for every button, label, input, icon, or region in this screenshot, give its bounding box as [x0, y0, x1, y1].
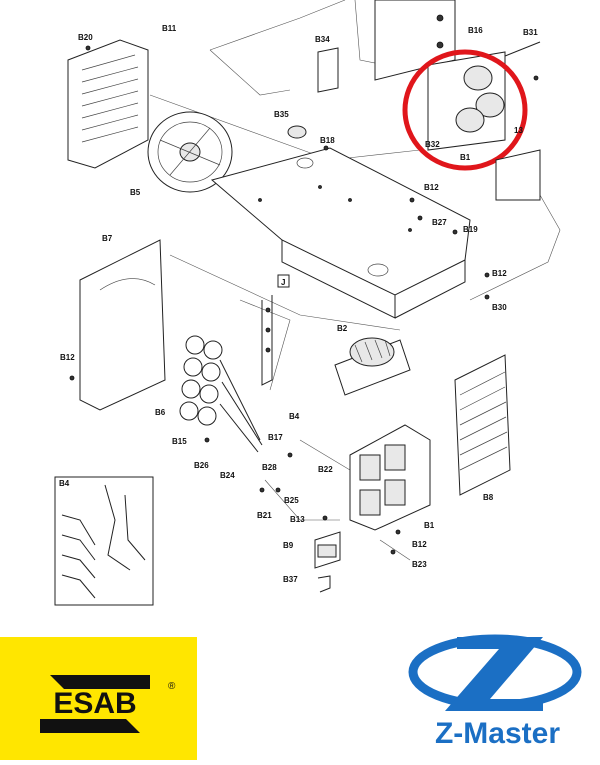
- busbar-j: [261, 274, 290, 386]
- part-labels: B20 B11 B34 B16 B31 B35 B18 13 B32 B1 B5…: [59, 24, 538, 584]
- grille-b11: [67, 39, 149, 169]
- grommet-b35: [287, 125, 307, 139]
- label-b11: B11: [162, 24, 177, 33]
- label-b37: B37: [283, 575, 298, 584]
- chassis-plate: [210, 147, 471, 319]
- label-b1: B1: [424, 521, 435, 530]
- label-b12c: B12: [60, 353, 75, 362]
- label-b12a: B12: [424, 183, 439, 192]
- label-b20: B20: [78, 33, 93, 42]
- label-b24: B24: [220, 471, 235, 480]
- rectifier-b1: [349, 424, 431, 531]
- label-b16: B16: [468, 26, 483, 35]
- esab-registered-mark: ®: [168, 681, 176, 692]
- ferrite-rings-b6: [179, 335, 263, 453]
- label-b26: B26: [194, 461, 209, 470]
- label-b23: B23: [412, 560, 427, 569]
- label-b19: B19: [463, 225, 478, 234]
- side-panel: [495, 149, 541, 201]
- label-b13a: 13: [514, 126, 523, 135]
- label-b31: B31: [523, 28, 538, 37]
- label-b34: B34: [315, 35, 330, 44]
- label-b8: B8: [483, 493, 494, 502]
- label-inset-b4: B4: [59, 479, 70, 488]
- label-b15: B15: [172, 437, 187, 446]
- zmaster-logo-text: Z-Master: [434, 717, 561, 750]
- label-b4: B4: [289, 412, 300, 421]
- label-b35: B35: [274, 110, 289, 119]
- label-b9: B9: [283, 541, 294, 550]
- transformer-b9: [314, 531, 341, 569]
- esab-logo-text: ESAB: [53, 687, 136, 720]
- label-b18: B18: [320, 136, 335, 145]
- label-b28: B28: [262, 463, 277, 472]
- capacitor-assembly-b32: [427, 51, 506, 151]
- label-b27: B27: [432, 218, 447, 227]
- label-b25: B25: [284, 496, 299, 505]
- label-b22: B22: [318, 465, 333, 474]
- exploded-parts-diagram: B20 B11 B34 B16 B31 B35 B18 13 B32 B1 B5…: [54, 0, 561, 606]
- esab-logo: ESAB ®: [0, 637, 197, 760]
- label-b2: B2: [337, 324, 348, 333]
- fan-b5: [147, 111, 233, 193]
- label-b13: B13: [290, 515, 305, 524]
- screws: [69, 45, 539, 555]
- label-b7: B7: [102, 234, 113, 243]
- label-b5: B5: [130, 188, 141, 197]
- label-b32: B32: [425, 140, 440, 149]
- cover-b7: [79, 239, 166, 411]
- bracket-b37: [317, 575, 331, 593]
- zmaster-logo: Z-Master: [395, 617, 600, 760]
- label-b17: B17: [268, 433, 283, 442]
- inset-b4: [54, 476, 154, 606]
- inductor-b2: [334, 337, 411, 396]
- label-b30: B30: [492, 303, 507, 312]
- label-b12b: B12: [492, 269, 507, 278]
- panel-b34: [317, 47, 339, 93]
- highlight-circle: [402, 49, 528, 171]
- label-b6: B6: [155, 408, 166, 417]
- zmaster-logo-mark: [408, 634, 582, 711]
- label-j: J: [281, 278, 285, 287]
- label-b21: B21: [257, 511, 272, 520]
- label-b1x: B1: [460, 153, 471, 162]
- label-b12d: B12: [412, 540, 427, 549]
- heatsink-b8: [454, 354, 511, 496]
- esab-logo-mark: ESAB ®: [0, 637, 197, 760]
